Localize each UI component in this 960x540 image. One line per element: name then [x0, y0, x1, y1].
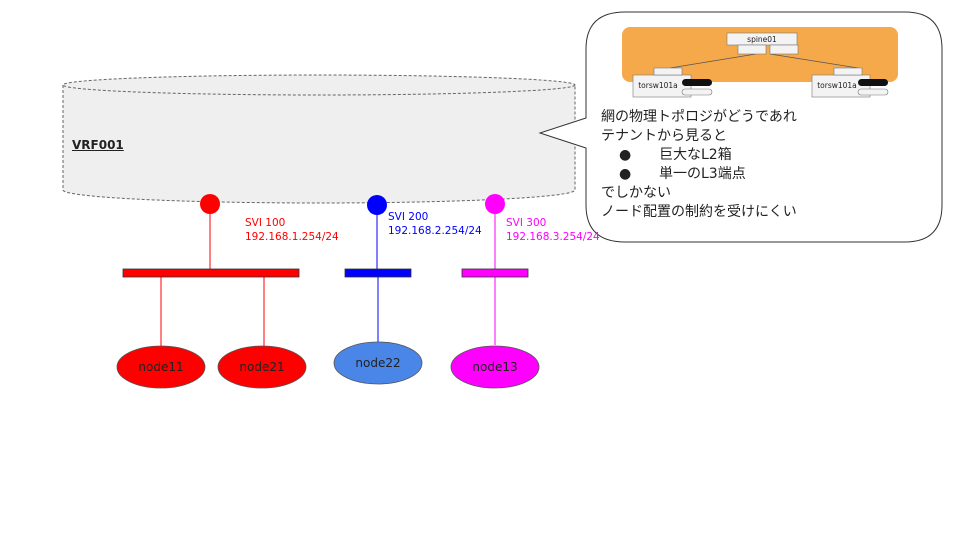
- svi-200-label: SVI 200 192.168.2.254/24: [388, 210, 482, 238]
- right-leaf-label: torsw101a: [817, 81, 857, 90]
- callout-line-1: 網の物理トポロジがどうであれ: [601, 109, 797, 125]
- svi-300-ip: 192.168.3.254/24: [506, 231, 600, 243]
- svi-300-name: SVI 300: [506, 217, 547, 229]
- mini-topology-background: [622, 27, 898, 82]
- svi-200-name: SVI 200: [388, 211, 429, 223]
- bullet-dot-icon: ●: [619, 166, 632, 182]
- bullet-dot-icon: ●: [619, 147, 632, 163]
- callout-bullet-1-text: 巨大なL2箱: [659, 147, 732, 163]
- svi-200-port[interactable]: [367, 195, 387, 215]
- node21-label: node21: [239, 360, 285, 374]
- mini-topology: [622, 27, 898, 98]
- node13[interactable]: [450, 345, 540, 389]
- node22[interactable]: [333, 341, 423, 385]
- l2-bridge-vlan100: [122, 268, 300, 278]
- vrf-label: VRF001: [72, 138, 124, 152]
- svi-100-ip: 192.168.1.254/24: [245, 231, 339, 243]
- l2-bridge-vlan200: [344, 268, 412, 278]
- callout-text: 網の物理トポロジがどうであれ テナントから見ると ● 巨大なL2箱 ● 単一のL3端…: [601, 108, 797, 222]
- spine-label: spine01: [747, 35, 777, 44]
- svi-100-port[interactable]: [200, 194, 220, 214]
- l2-bridge-vlan300: [461, 268, 529, 278]
- node22-label: node22: [355, 356, 401, 370]
- vrf-cylinder: [62, 74, 576, 204]
- callout-line-3: でしかない: [601, 185, 671, 201]
- svi-100-name: SVI 100: [245, 217, 286, 229]
- svi-300-port[interactable]: [485, 194, 505, 214]
- node21[interactable]: [217, 345, 307, 389]
- svi-100-label: SVI 100 192.168.1.254/24: [245, 216, 339, 244]
- callout-bullet-2-text: 単一のL3端点: [659, 166, 746, 182]
- callout-line-4: ノード配置の制約を受けにくい: [601, 204, 797, 220]
- node11-label: node11: [138, 360, 184, 374]
- left-leaf-label: torsw101a: [638, 81, 678, 90]
- node11[interactable]: [116, 345, 206, 389]
- callout-bullet-2: ● 単一のL3端点: [601, 165, 797, 184]
- svi-200-ip: 192.168.2.254/24: [388, 225, 482, 237]
- callout-line-2: テナントから見ると: [601, 128, 727, 144]
- svi-300-label: SVI 300 192.168.3.254/24: [506, 216, 600, 244]
- node13-label: node13: [472, 360, 518, 374]
- callout-bullet-1: ● 巨大なL2箱: [601, 146, 797, 165]
